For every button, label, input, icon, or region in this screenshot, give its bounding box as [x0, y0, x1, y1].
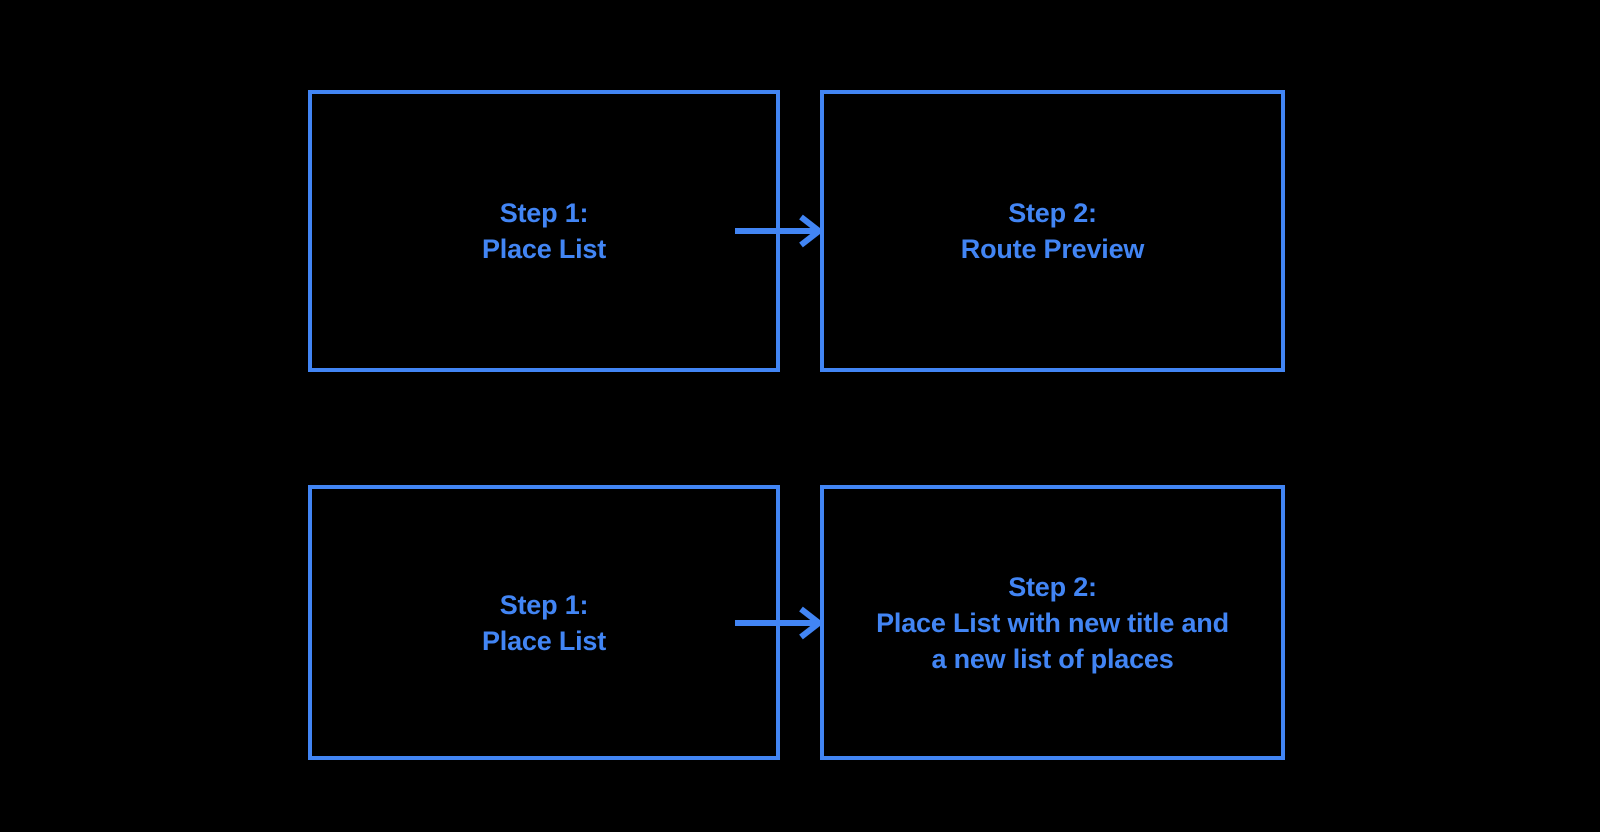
- flow-row: Step 1: Place List Step 2: Route Preview: [0, 90, 1600, 372]
- flow-node-label: Step 2: Place List with new title and a …: [876, 571, 1229, 674]
- flow-node-label: Step 2: Route Preview: [960, 198, 1145, 264]
- flow-row: Step 1: Place List Step 2: Place List wi…: [0, 485, 1600, 760]
- flow-node-label: Step 1: Place List: [481, 198, 607, 264]
- flow-node-target[interactable]: Step 2: Place List with new title and a …: [820, 485, 1285, 760]
- flow-node-label: Step 1: Place List: [481, 589, 607, 656]
- flow-node-source[interactable]: Step 1: Place List: [308, 90, 780, 372]
- flow-node-target[interactable]: Step 2: Route Preview: [820, 90, 1285, 372]
- flow-node-source[interactable]: Step 1: Place List: [308, 485, 780, 760]
